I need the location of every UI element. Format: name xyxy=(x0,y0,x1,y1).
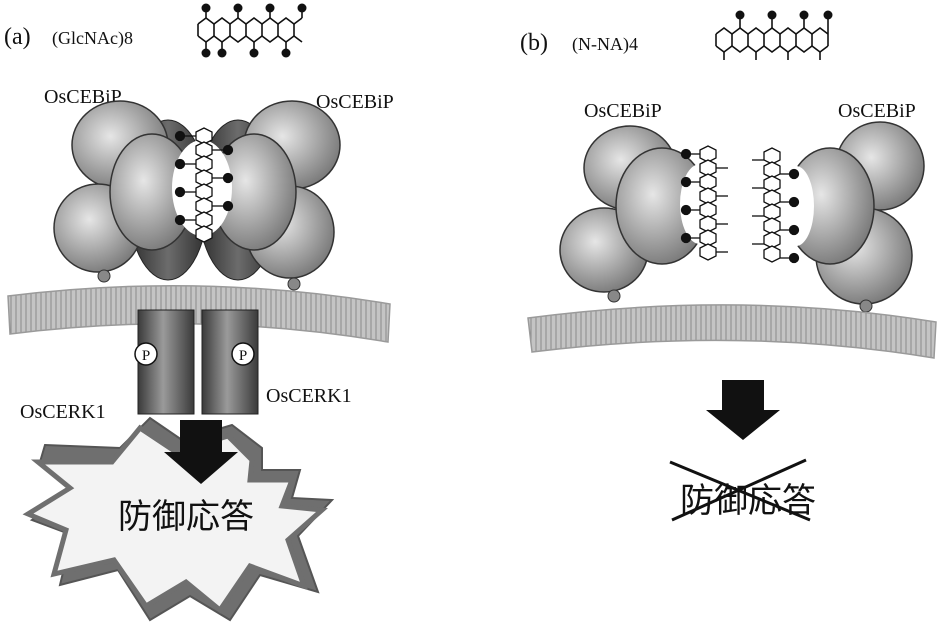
gpi-anchors-a xyxy=(97,269,301,291)
panel-a-kinase-right-label: OsCERK1 xyxy=(266,385,352,407)
phospho-left-icon xyxy=(134,342,158,366)
phosphorylation-marks: P P xyxy=(134,342,255,366)
no-response-cross-icon xyxy=(669,458,811,522)
n-na4-chain-left xyxy=(699,145,717,261)
panel-a: (a) (GlcNAc)8 OsCEBiP OsCEBiP xyxy=(4,3,394,622)
panel-a-letter: (a) xyxy=(4,24,31,50)
n-na4-chain-right-dots xyxy=(752,159,800,264)
n-na4-chain-right xyxy=(763,147,781,263)
signal-arrow-a xyxy=(164,420,238,484)
signal-arrow-b xyxy=(706,380,780,440)
gpi-anchors-b xyxy=(607,289,873,313)
glcnac8-bound-chain xyxy=(195,127,213,243)
panel-b: (b) (N-NA)4 OsCEBiP OsCEBiP xyxy=(520,10,937,522)
panel-a-kinase-left-label: OsCERK1 xyxy=(20,401,106,423)
n-na4-structure-icon xyxy=(715,18,829,60)
oscebip-left-protein xyxy=(53,100,195,273)
n-na4-substituent-dots xyxy=(735,10,833,20)
panel-a-receptor-right-label: OsCEBiP xyxy=(316,91,394,113)
plasma-membrane-a xyxy=(7,284,391,343)
phospho-right-label: P xyxy=(239,348,247,364)
phospho-right-icon xyxy=(231,342,255,366)
glcnac8-structure-icon xyxy=(197,10,303,50)
panel-b-ligand-label: (N-NA)4 xyxy=(572,34,638,55)
panel-b-receptor-left-label: OsCEBiP xyxy=(584,100,662,122)
phospho-left-label: P xyxy=(142,348,150,364)
panel-a-receptor-left-label: OsCEBiP xyxy=(44,86,122,108)
oscebip-right-protein xyxy=(211,100,341,279)
n-na4-chain-left-dots xyxy=(680,148,728,253)
panel-a-response-label: 防御応答 xyxy=(118,497,254,537)
glcnac8-acetyl-dots xyxy=(201,3,307,58)
panel-b-receptor-right-label: OsCEBiP xyxy=(838,100,916,122)
glcnac8-bound-acetyl-dots xyxy=(174,130,234,226)
plasma-membrane-b xyxy=(527,304,937,359)
panel-a-ligand-label: (GlcNAc)8 xyxy=(52,28,133,49)
panel-b-letter: (b) xyxy=(520,30,548,56)
binding-cleft-left xyxy=(680,164,720,244)
